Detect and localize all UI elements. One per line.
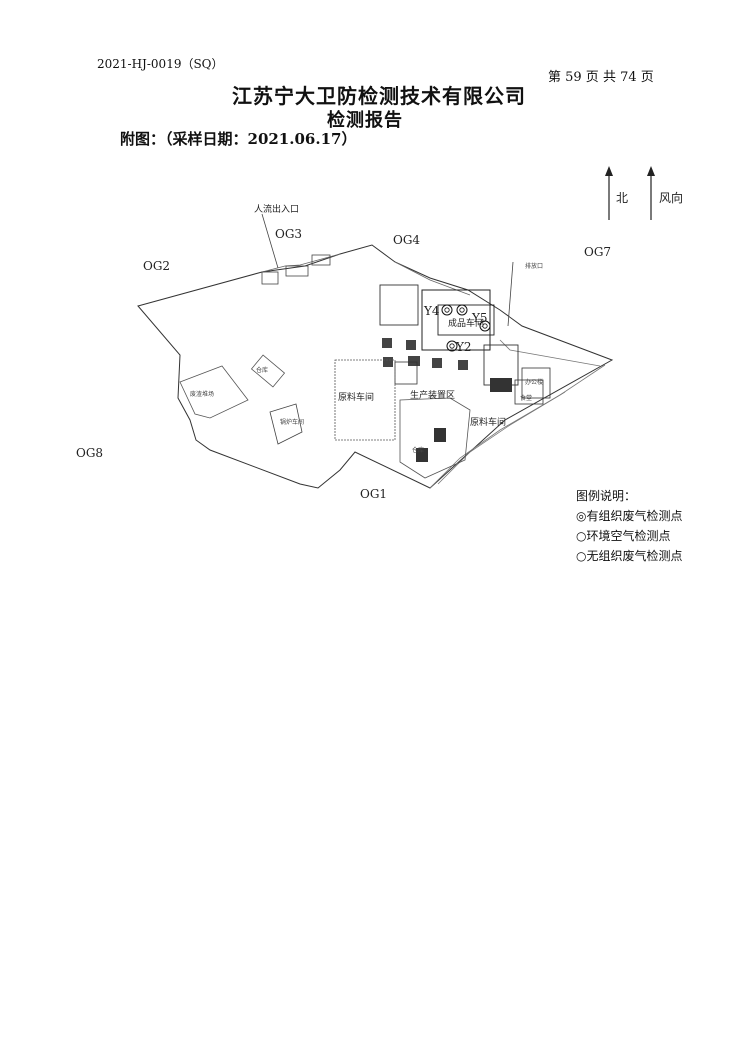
storage-2-label: 仓库 (412, 446, 424, 454)
point-g7-label: OG7 (584, 245, 611, 259)
raw-workshop-2-label: 原料车间 (470, 416, 506, 428)
emission-point-y6-icon (479, 320, 491, 332)
legend-title: 图例说明： (576, 489, 637, 503)
emission-point-y2-icon (446, 340, 458, 352)
legend-item-organized: ◎有组织废气检测点 (576, 509, 683, 523)
entrance-label: 人流出入口 (254, 203, 299, 215)
point-g2-label: OG2 (143, 259, 170, 273)
point-y5-label: Y5 (471, 311, 488, 325)
legend: 图例说明： ◎有组织废气检测点 ○环境空气检测点 ○无组织废气检测点 (576, 486, 682, 566)
emission-point-y4-icon (441, 304, 453, 316)
raw-workshop-1-label: 原料车间 (338, 391, 374, 403)
finished-workshop-label: 成品车间 (448, 317, 484, 329)
company-name: 江苏宁大卫防检测技术有限公司 (232, 84, 526, 108)
point-y2-label: Y2 (455, 340, 472, 354)
wind-arrow-icon (647, 166, 655, 220)
canteen-label: 食堂 (520, 394, 532, 402)
page-number: 第 59 页 共 74 页 (548, 70, 654, 85)
point-g4-label: OG4 (393, 233, 420, 247)
attachment-caption: 附图：（采样日期：2021.06.17） (120, 130, 357, 148)
point-g3-label: OG3 (275, 227, 302, 241)
site-boundary (137, 244, 614, 489)
north-arrow-icon (605, 166, 613, 220)
legend-item-ambient: ○环境空气检测点 (576, 529, 671, 543)
outlet-label: 排放口 (525, 262, 543, 270)
production-area-label: 生产装置区 (410, 389, 455, 401)
north-label: 北 (616, 191, 628, 205)
report-number: 2021-HJ-0019（SQ） (97, 57, 224, 71)
legend-item-unorganized: ○无组织废气检测点 (576, 549, 683, 563)
slag-area-label: 废渣堆场 (190, 390, 214, 398)
storage-1-label: 仓库 (256, 366, 268, 374)
wind-label: 风向 (659, 190, 683, 205)
point-g1-label: OG1 (360, 487, 387, 501)
office-label: 办公楼 (525, 378, 543, 386)
point-y4-label: Y4 (423, 304, 440, 318)
report-title: 检测报告 (327, 110, 403, 131)
furnace-label: 锅炉车间 (280, 418, 304, 426)
point-g8-label: OG8 (76, 446, 103, 460)
emission-point-y5-icon (456, 304, 468, 316)
